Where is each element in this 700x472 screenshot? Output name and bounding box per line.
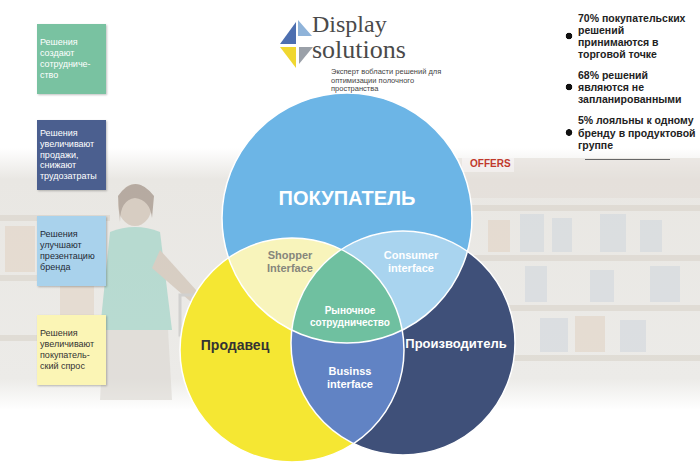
node-text: Рыночное сотрудничество [300, 305, 400, 329]
note-box: Решения увеличивают покупатель-ский спро… [37, 315, 106, 385]
venn-overlap: Consumer interface [372, 246, 450, 278]
node-text: ПОКУПАТЕЛЬ [279, 186, 416, 210]
venn-circle: Продавец [190, 334, 280, 356]
venn-overlap: Shopper Interface [250, 246, 330, 278]
venn-center: Рыночное сотрудничество [300, 302, 400, 332]
venn-circle: Производитель [404, 333, 508, 355]
sign-text: OFFERS [470, 159, 520, 170]
node-text: Shopper Interface [250, 249, 330, 275]
node-text: Решения увеличивают покупатель-ский спро… [40, 328, 103, 371]
node-text: Consumer interface [372, 249, 450, 275]
logo-subtitle: Эксперт вобласти решений для оптимизации… [331, 68, 449, 94]
fact-bullet: 70% покупательских решений принимаются в… [565, 12, 697, 60]
note-box: Решения увеличивают продажи, снижают тру… [37, 120, 106, 190]
venn-overlap: Businss interface [312, 362, 388, 394]
fact-bullet: 5% лояльны к одному бренду в продуктовой… [565, 114, 697, 150]
fact-bullet: 68% решений являются не запланированными [565, 69, 697, 105]
node-text: Продавец [201, 337, 269, 354]
node-text: Решения улучшают презентацию бренда [40, 229, 103, 272]
logo-text: solutions [312, 36, 442, 63]
note-box: Решения создают сотрудниче-ство [37, 24, 106, 94]
venn-circle: ПОКУПАТЕЛЬ [262, 184, 432, 212]
node-text: Решения создают сотрудниче-ство [40, 37, 103, 80]
note-box: Решения улучшают презентацию бренда [37, 216, 106, 286]
separator-line [585, 159, 670, 160]
node-text: Businss interface [312, 365, 388, 391]
node-text: Производитель [405, 336, 506, 352]
logo-text: Display [312, 12, 432, 37]
node-text: Решения увеличивают продажи, снижают тру… [40, 128, 103, 182]
